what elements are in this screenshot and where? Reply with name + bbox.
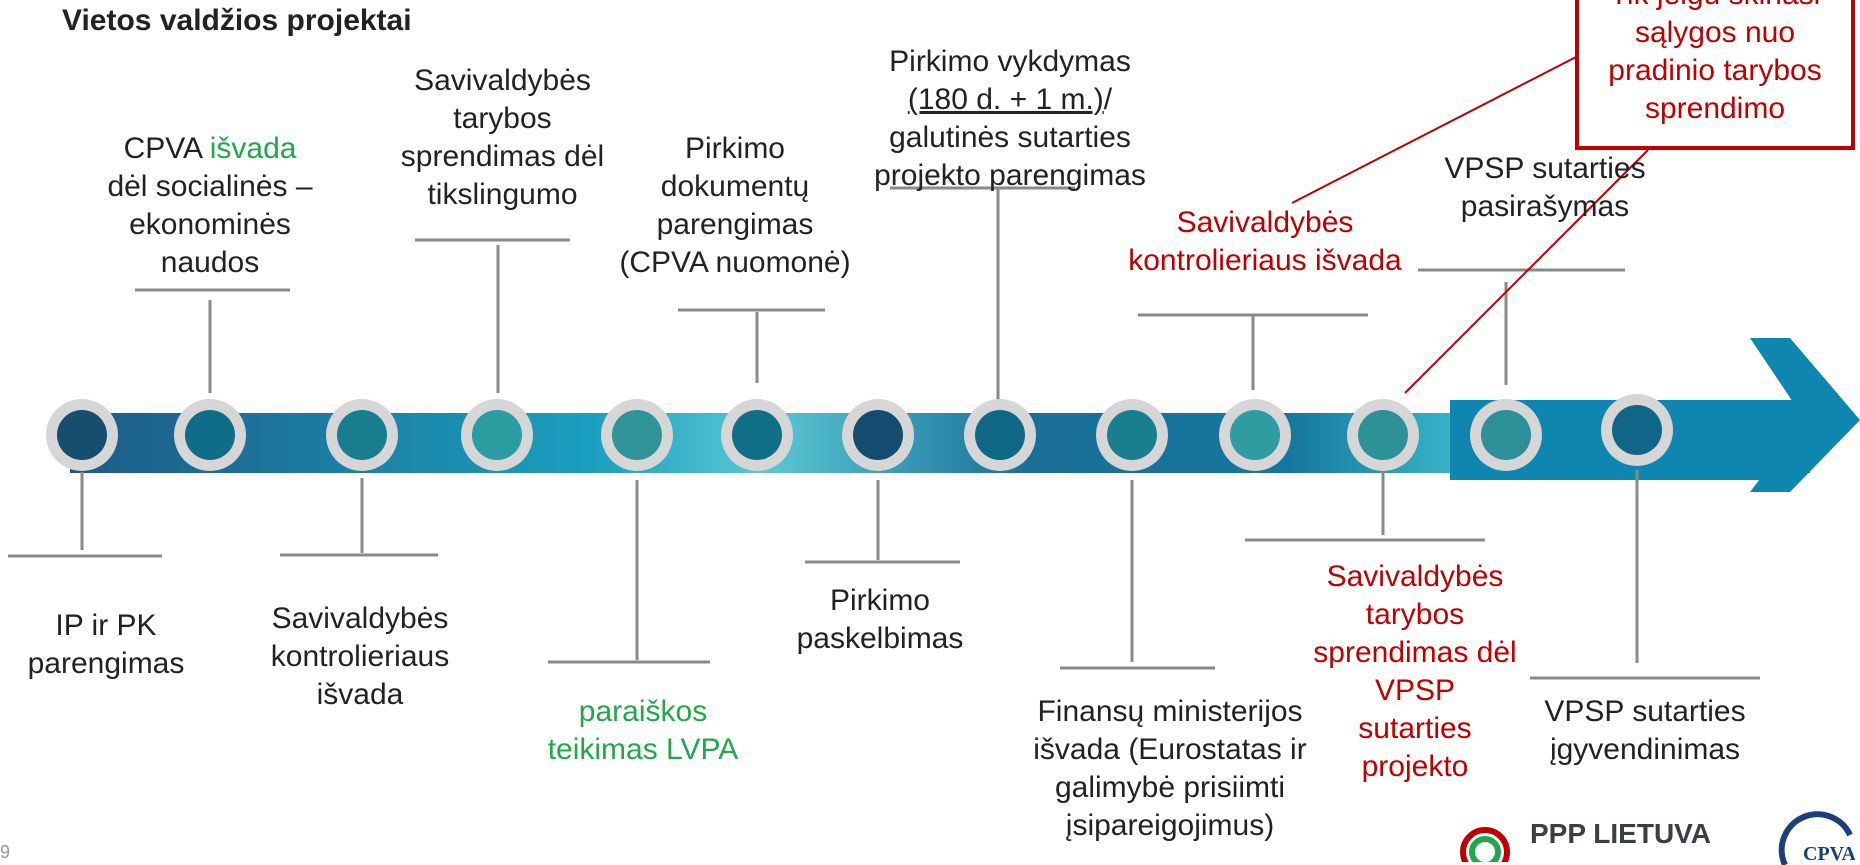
page-number: 9	[0, 842, 11, 862]
cpva-logo-text: CPVA	[1803, 843, 1855, 865]
ppp-lietuva-logo-text: PPP LIETUVA	[1530, 818, 1712, 849]
timeline-node	[46, 399, 118, 471]
timeline-node	[721, 399, 793, 471]
label-tarybos-tikslingumo: Savivaldybės tarybos sprendimas dėl tiks…	[400, 64, 605, 211]
page-title: Vietos valdžios projektai	[62, 4, 412, 37]
label-kontrolieriaus-isvada-lower: Savivaldybės kontrolieriaus išvada	[270, 602, 450, 711]
label-ip-pk-parengimas: IP ir PK parengimas	[27, 609, 185, 680]
label-pirkimo-vykdymas: Pirkimo vykdymas(180 d. + 1 m.)/ galutin…	[874, 45, 1146, 192]
timeline-node	[174, 399, 246, 471]
timeline-node	[1470, 399, 1542, 471]
leader-lines	[8, 186, 1760, 680]
label-tarybos-vpsp: Savivaldybės tarybos sprendimas dėl VPSP…	[1313, 560, 1517, 783]
label-finansu-ministerijos: Finansų ministerijos išvada (Eurostatas …	[1033, 695, 1307, 842]
timeline-node	[601, 399, 673, 471]
timeline-node	[964, 399, 1036, 471]
timeline-node	[1096, 399, 1168, 471]
timeline-node	[1219, 399, 1291, 471]
timeline-node	[1347, 399, 1419, 471]
timeline-nodes	[46, 394, 1673, 471]
label-pirkimo-dokumentu: Pirkimo dokumentų parengimas (CPVA nuomo…	[619, 132, 851, 279]
label-pirkimo-paskelbimas: Pirkimo paskelbimas	[796, 584, 964, 655]
timeline-node	[461, 399, 533, 471]
label-kontrolieriaus-isvada-upper: Savivaldybės kontrolieriaus išvada	[1128, 206, 1402, 277]
label-vpsp-igyvendinimas: VPSP sutarties įgyvendinimas	[1544, 695, 1746, 766]
label-vpsp-pasirasymas: VPSP sutarties pasirašymas	[1444, 152, 1646, 223]
note-connector-lines	[1291, 54, 1649, 394]
cpva-logo: CPVA	[1778, 811, 1855, 865]
timeline-node	[1601, 394, 1673, 466]
ppp-lietuva-logo	[1460, 827, 1510, 862]
label-paraiskos-teikimas: paraiškos teikimas LVPA	[547, 695, 739, 766]
note-box	[1575, 0, 1855, 150]
note-box-text: Tik jeigu skiriasi sąlygos nuo pradinio …	[1608, 0, 1822, 125]
timeline-node	[842, 399, 914, 471]
timeline-node	[326, 399, 398, 471]
